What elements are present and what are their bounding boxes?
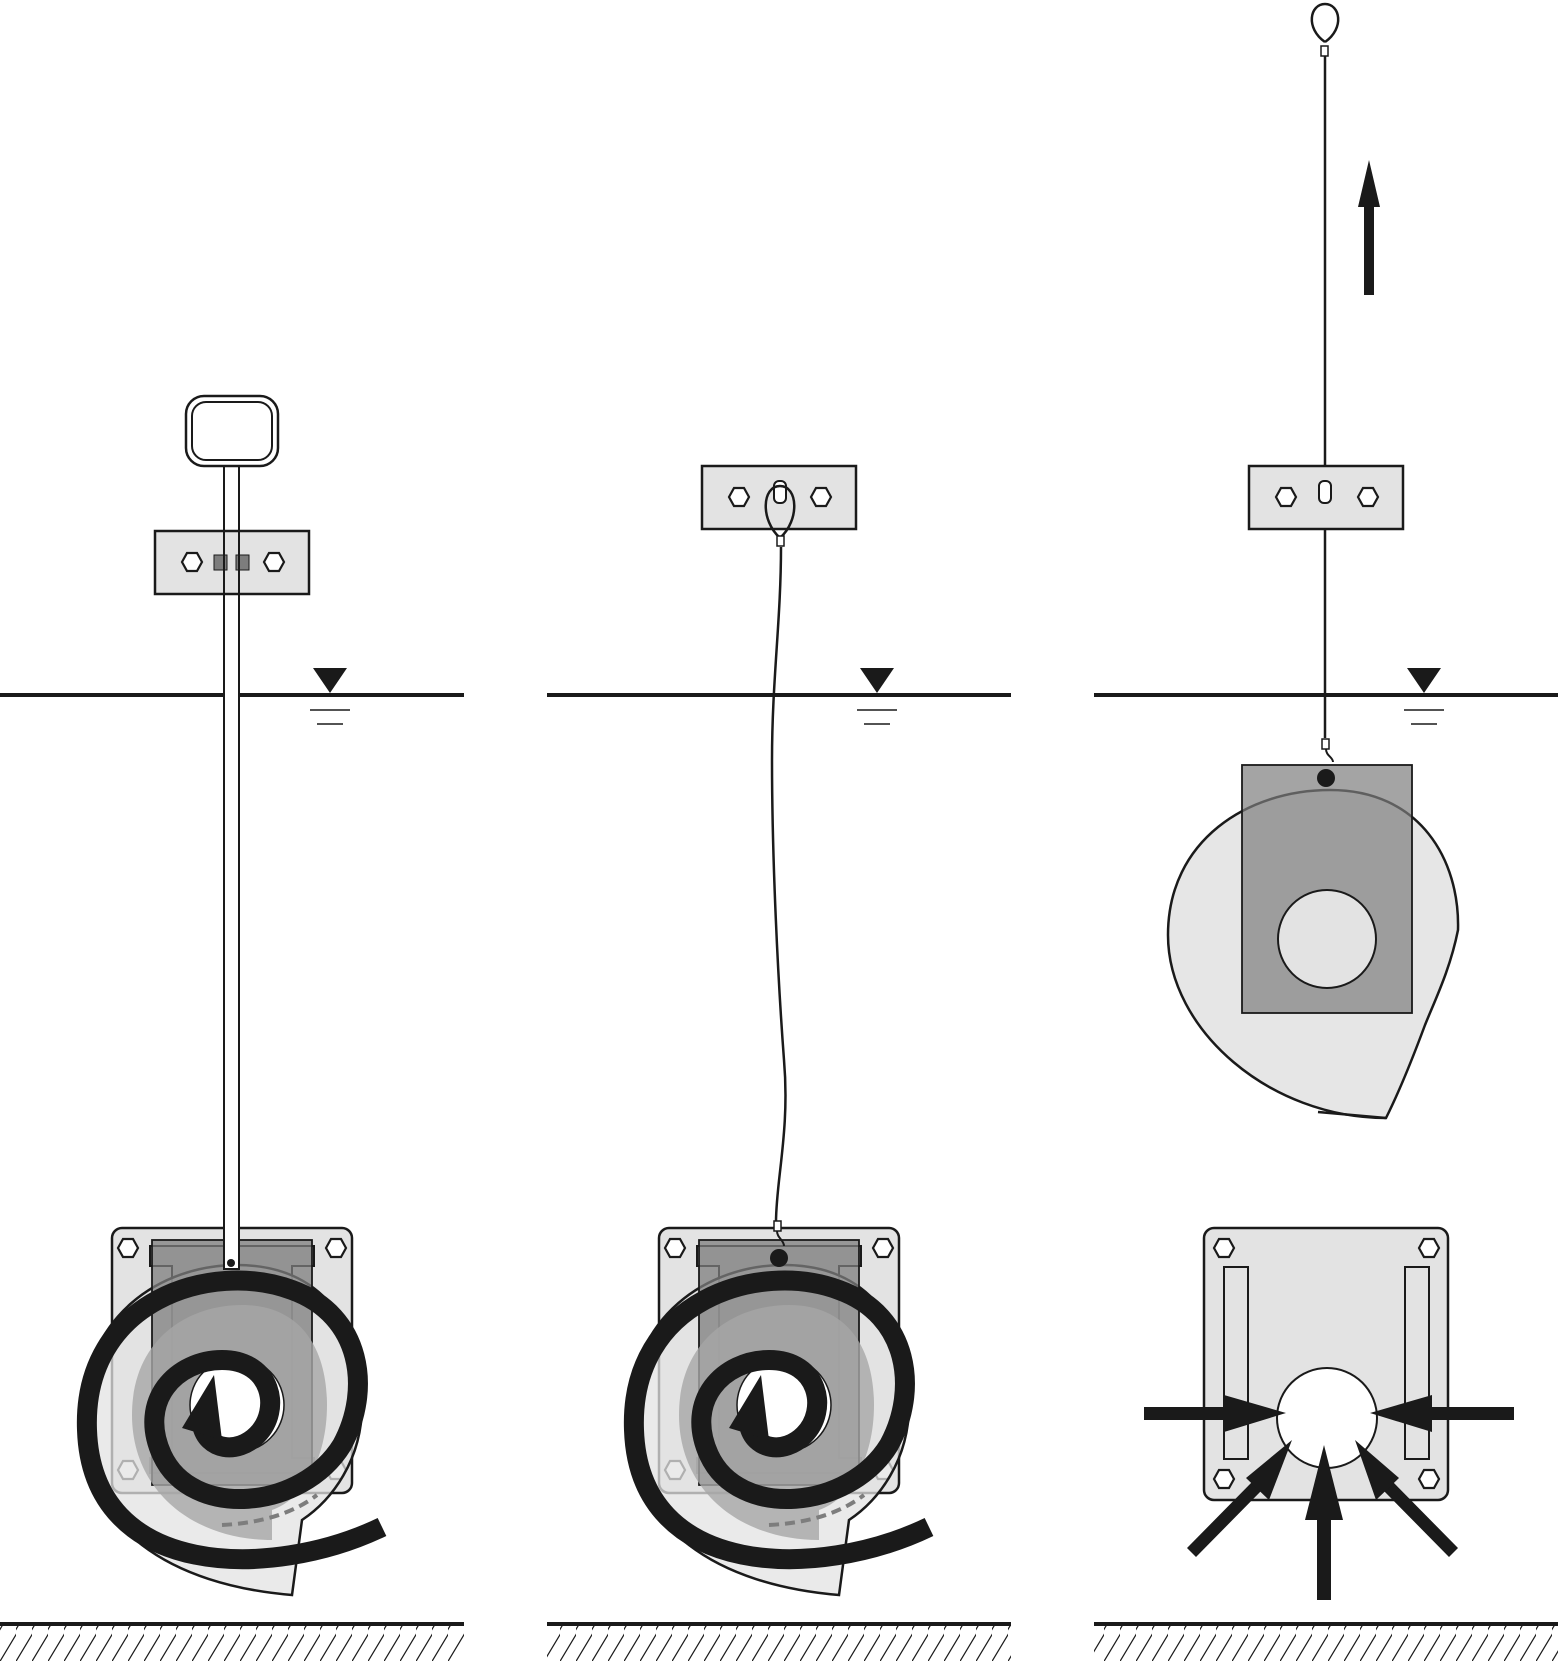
bolt-icon [1417,1237,1441,1259]
bolt-icon [1417,1468,1441,1490]
guide-rail-right [1404,1266,1430,1460]
bolt-icon [1212,1468,1236,1490]
rope-ferrule [1320,45,1329,57]
bolt-icon [1212,1237,1236,1259]
pump-inlet [1277,889,1377,989]
rope-loop [764,484,796,539]
ground-hatching [547,1624,1011,1661]
rope-ferrule [773,1220,782,1232]
rope-ferrule [776,535,785,547]
wire-rope-slack [770,546,787,1223]
rod-pin [227,1259,235,1267]
rope-hook [773,480,787,504]
upward-pull-arrow [1358,160,1380,295]
panel-3 [1094,2,1558,1661]
guide-bracket [155,531,309,594]
ground-hatching [0,1624,464,1661]
rod-guide-slot [235,554,250,571]
panel-2 [547,466,1011,1661]
ground-hatching [1094,1624,1558,1661]
handle-grip [184,394,280,468]
panel-1 [0,394,464,1661]
rope-top-loop [1310,2,1340,44]
handle-grip-inner [191,401,273,461]
pump-lifted [1166,738,1460,1120]
rope-hook [1318,480,1332,504]
rod-guide-slot [213,554,228,571]
rope-ferrule [1321,738,1330,750]
lifting-eye [1317,769,1335,787]
inflow-arrows [1144,1395,1514,1600]
lifting-eye [770,1249,788,1267]
